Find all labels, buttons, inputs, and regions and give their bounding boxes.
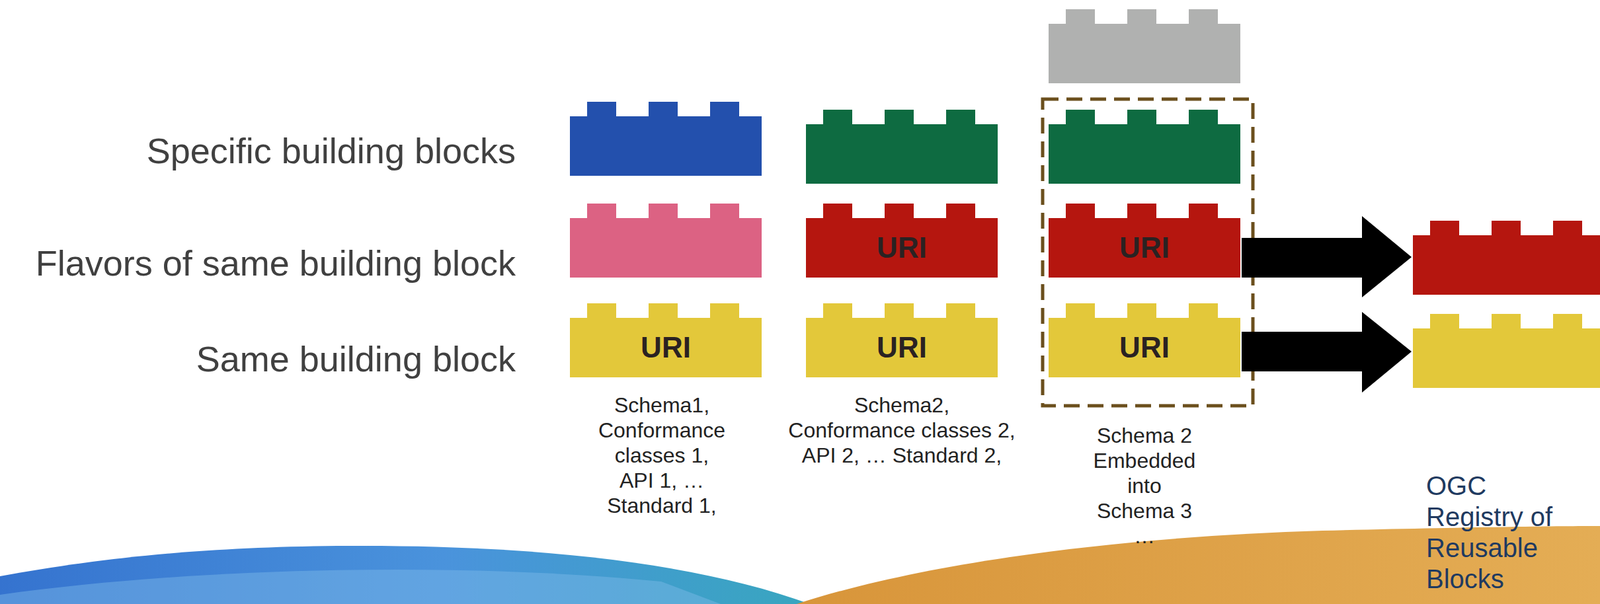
brick-body: URI: [1048, 318, 1241, 378]
brick-body: URI: [1048, 218, 1241, 278]
brick-outline: [805, 303, 998, 378]
pink-brick: [569, 203, 762, 278]
black-arrow: [1241, 216, 1412, 298]
uri-brick: URI: [569, 303, 762, 378]
brick-outline: [569, 303, 762, 378]
uri-brick: URI: [1048, 303, 1241, 378]
blue-brick: [569, 101, 762, 176]
row-label: Specific building blocks: [146, 129, 516, 173]
brick-body: URI: [805, 318, 998, 378]
green-brick: [1048, 109, 1241, 184]
blue-swoosh-highlight: [0, 569, 721, 604]
column-note: Schema 2 Embedded into Schema 3 …: [1090, 423, 1200, 549]
uri-text: URI: [876, 232, 927, 264]
brick-body: URI: [805, 218, 998, 278]
uri-brick: URI: [805, 303, 998, 378]
green-brick: [805, 109, 998, 184]
row-label: Flavors of same building block: [35, 241, 516, 285]
uri-brick: URI: [1048, 203, 1241, 278]
brick-body: URI: [569, 318, 762, 378]
dashed-group-box: [1042, 99, 1253, 406]
brick-outline: [1048, 203, 1241, 278]
registry-label: OGC Registry of Reusable Blocks: [1426, 470, 1565, 596]
registry-yellow-brick: [1412, 314, 1600, 389]
grey-brick: [1048, 9, 1241, 84]
black-arrow: [1241, 312, 1412, 393]
blue-swoosh: [0, 546, 810, 604]
row-label: Same building block: [196, 337, 516, 381]
uri-brick: URI: [805, 203, 998, 278]
brick-outline: [805, 203, 998, 278]
uri-text: URI: [1119, 331, 1170, 364]
uri-text: URI: [640, 331, 691, 364]
registry-red-brick: [1412, 220, 1600, 295]
column-note: Schema2, Conformance classes 2, API 2, ……: [788, 392, 1016, 469]
column-note: Schema1, Conformance classes 1, API 1, ……: [596, 392, 728, 519]
uri-text: URI: [1119, 232, 1170, 264]
uri-text: URI: [876, 331, 927, 364]
brick-outline: [1048, 303, 1241, 378]
